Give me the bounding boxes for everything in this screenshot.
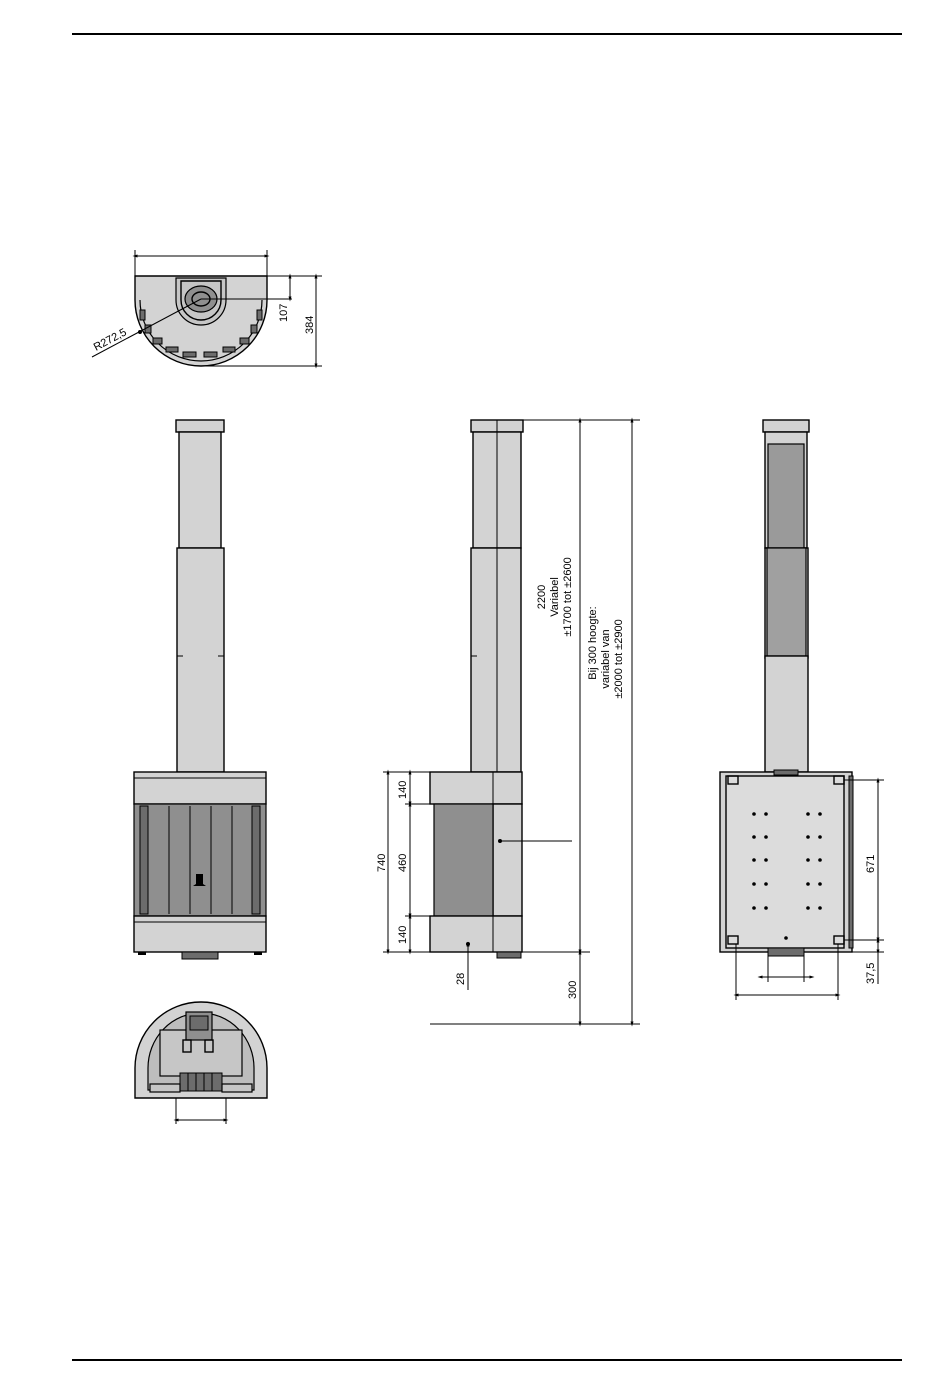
back-view: 671 37,5 (720, 420, 884, 1000)
dim-alt-range: ±2000 tot ±2900 (613, 619, 625, 698)
dim-460: 460 (397, 854, 409, 872)
dim-300: 300 (567, 981, 579, 999)
dim-140-bottom: 140 (397, 926, 409, 944)
top-view: R272,5 107 384 (92, 250, 322, 366)
dim-height-alt: Bij 300 hoogte: variabel van ±2000 tot ±… (587, 606, 625, 698)
dim-107: 107 (278, 304, 290, 322)
dim-740: 740 (376, 854, 388, 872)
dim-671: 671 (865, 855, 877, 873)
dim-384: 384 (304, 316, 316, 334)
dim-2200-range: ±1700 tot ±2600 (562, 557, 574, 636)
dim-28: 28 (455, 973, 467, 985)
dim-alt-title: Bij 300 hoogte: (587, 606, 599, 679)
bottom-view (135, 1002, 267, 1124)
dim-alt-variable: variabel van (600, 629, 612, 688)
dim-2200-variable: Variabel (549, 577, 561, 617)
dim-37-5: 37,5 (865, 963, 877, 984)
front-view (134, 420, 266, 959)
dim-height-main: 2200 Variabel ±1700 tot ±2600 (536, 557, 574, 636)
dim-140-top: 140 (397, 781, 409, 799)
dim-2200: 2200 (536, 585, 548, 609)
side-view: 740 140 460 140 28 300 2200 Variabel ±17… (376, 420, 640, 1024)
